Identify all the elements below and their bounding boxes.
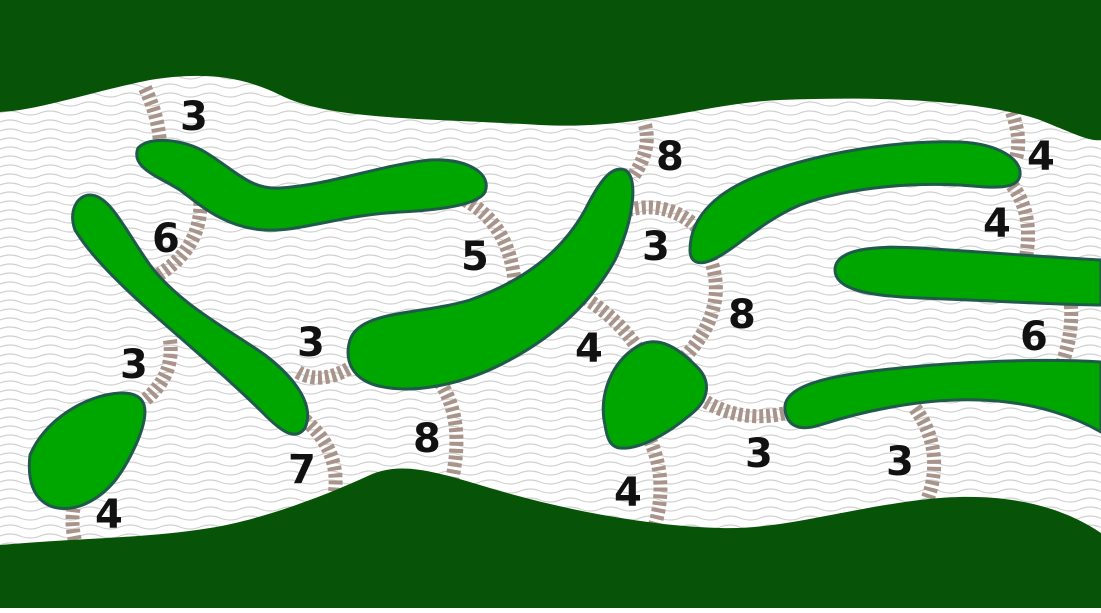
island-center-triangle[interactable]: [601, 340, 708, 450]
island-top-left[interactable]: [135, 138, 488, 232]
bridge-label-center-right-upper: 3: [642, 224, 670, 270]
bridge-lower-center-left[interactable]: [300, 414, 343, 493]
bridge-label-top-right: 4: [1027, 134, 1055, 180]
bridge-left-upper[interactable]: [146, 194, 208, 287]
bridge-label-lower-center: 8: [413, 416, 441, 462]
bridge-label-center-top: 5: [461, 234, 489, 280]
island-center-right-top[interactable]: [688, 140, 1022, 265]
bridge-label-left-upper: 6: [152, 216, 180, 262]
bridge-lower-center[interactable]: [434, 378, 464, 482]
bridge-bottom-center[interactable]: [643, 437, 668, 527]
bridge-top-center[interactable]: [626, 123, 654, 183]
bridge-bottom-center-right[interactable]: [696, 392, 792, 424]
bridge-center-left[interactable]: [294, 361, 354, 385]
island-right-lower[interactable]: [783, 358, 1101, 434]
bridge-right-upper[interactable]: [1006, 180, 1036, 264]
bridge-center-right-middle[interactable]: [676, 255, 723, 365]
bridge-label-top-left: 3: [180, 94, 208, 140]
islands: [27, 138, 1101, 510]
bridge-label-bottom-left: 4: [95, 492, 123, 538]
bridge-top-right[interactable]: [1005, 109, 1026, 161]
island-center-big[interactable]: [346, 167, 635, 391]
bridge-label-right-upper: 4: [983, 201, 1011, 247]
bridge-label-lower-center-left: 7: [288, 447, 316, 493]
bridge-label-center: 4: [575, 326, 603, 372]
bridge-label-left-middle: 3: [120, 342, 148, 388]
bridge-label-bottom-center: 4: [614, 470, 642, 516]
bridge-label-bottom-right: 3: [886, 439, 914, 485]
bridge-label-center-left: 3: [297, 320, 325, 366]
bridge-labels: 3 6 3 4 3 7 8 5 8 3 8 4 4 3 3 4 4 6: [95, 94, 1055, 538]
island-left-long[interactable]: [71, 193, 310, 436]
bridge-center-right-upper[interactable]: [626, 200, 703, 234]
bridge-label-center-right-middle: 8: [728, 292, 756, 338]
bridge-center-top[interactable]: [461, 193, 522, 286]
bridge-bottom-right[interactable]: [909, 403, 942, 501]
bank-bottom: [0, 468, 1101, 608]
bridge-label-right-middle: 6: [1020, 314, 1048, 360]
bridge-label-top-center: 8: [656, 134, 684, 180]
bank-top: [0, 0, 1101, 141]
bridge-label-bottom-center-right: 3: [745, 431, 773, 477]
island-bottom-left[interactable]: [27, 391, 147, 510]
island-right-upper[interactable]: [833, 245, 1101, 307]
